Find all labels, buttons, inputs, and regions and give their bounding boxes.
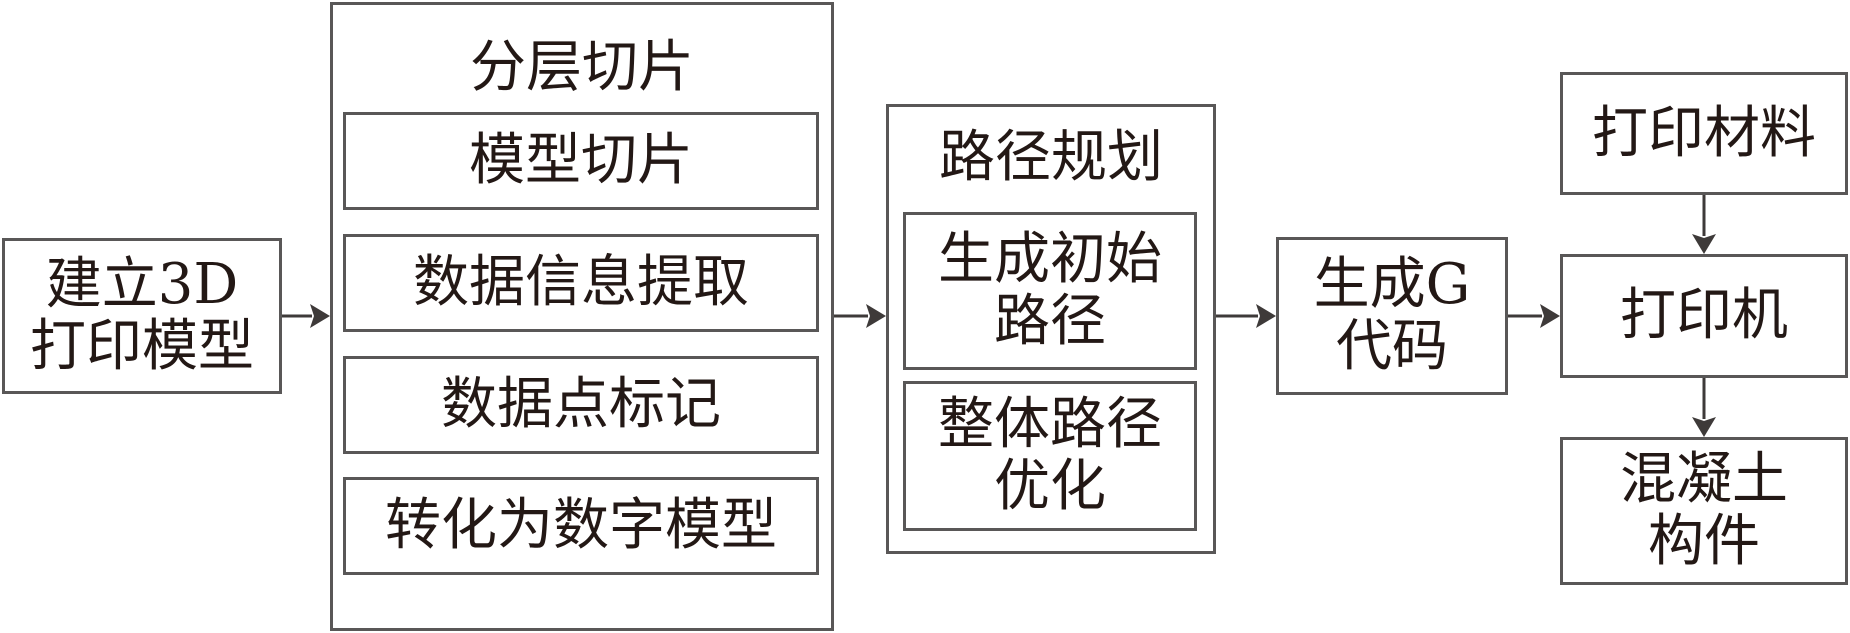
material-box: 打印材料	[1560, 72, 1848, 195]
printer-box: 打印机	[1560, 254, 1848, 378]
path-step-optimize-line2: 优化	[994, 454, 1106, 519]
slicing-step-label: 数据点标记	[441, 372, 721, 437]
material-label: 打印材料	[1592, 100, 1816, 166]
path-step-initial-line2: 路径	[994, 289, 1106, 354]
product-line1: 混凝土	[1620, 447, 1788, 512]
path-step-initial-line1: 生成初始	[938, 227, 1162, 292]
arrow-model-to-slicing-head	[310, 304, 330, 328]
gcode-line1: 生成G	[1313, 252, 1471, 317]
path-planning-title: 路径规划	[939, 125, 1163, 190]
build-model-line1: 建立3D	[45, 252, 239, 317]
slicing-step-data-extraction: 数据信息提取	[343, 234, 819, 332]
product-line2: 构件	[1648, 509, 1760, 574]
slicing-step-point-marking: 数据点标记	[343, 356, 819, 454]
path-step-optimize: 整体路径 优化	[903, 381, 1197, 531]
slicing-title: 分层切片	[470, 35, 694, 100]
build-model-line2: 打印模型	[30, 314, 254, 379]
path-step-optimize-line1: 整体路径	[938, 392, 1162, 457]
build-model-box: 建立3D 打印模型	[2, 238, 282, 394]
product-box: 混凝土 构件	[1560, 437, 1848, 585]
arrow-material-to-printer-head	[1692, 234, 1716, 254]
slicing-step-digital-model: 转化为数字模型	[343, 477, 819, 575]
printer-label: 打印机	[1620, 283, 1788, 348]
slicing-step-model-slice: 模型切片	[343, 112, 819, 210]
arrow-printer-to-product-head	[1692, 417, 1716, 437]
gcode-line2: 代码	[1336, 314, 1448, 379]
slicing-step-label: 转化为数字模型	[385, 493, 777, 558]
path-step-initial: 生成初始 路径	[903, 212, 1197, 370]
gcode-box: 生成G 代码	[1276, 237, 1508, 395]
slicing-step-label: 数据信息提取	[413, 250, 749, 315]
arrow-gcode-to-printer-head	[1540, 304, 1560, 328]
arrow-slicing-to-path-head	[866, 304, 886, 328]
arrow-path-to-gcode-head	[1256, 304, 1276, 328]
slicing-step-label: 模型切片	[469, 128, 693, 193]
